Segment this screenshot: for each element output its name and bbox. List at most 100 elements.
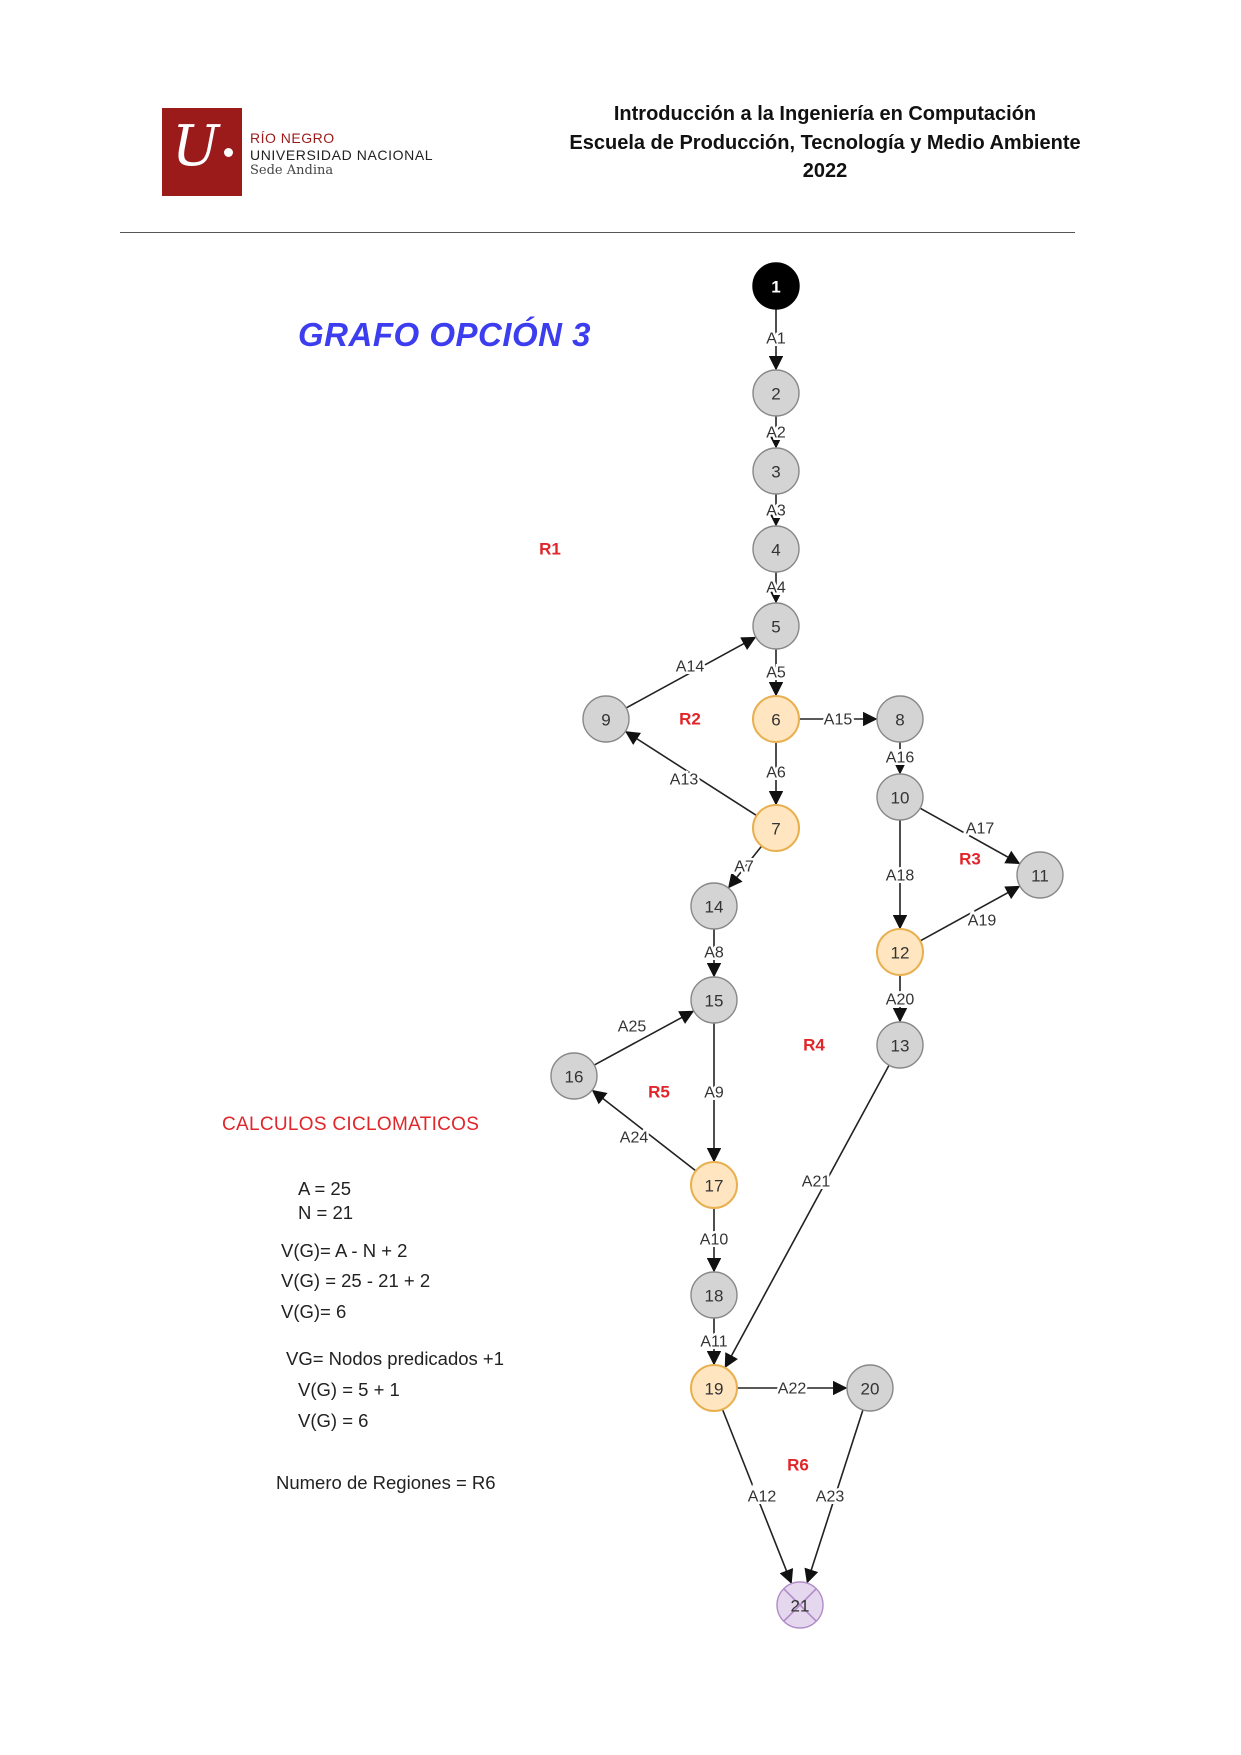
node-9: 9 [582,695,630,743]
node-circle [690,1161,738,1209]
node-circle [690,976,738,1024]
node-circle [846,1364,894,1412]
node-label: 7 [771,820,780,839]
edge-label-a11: A11 [700,1334,727,1351]
edge-a14 [625,636,757,709]
node-label: 15 [705,992,724,1011]
school-name: Escuela de Producción, Tecnología y Medi… [569,131,1081,154]
edge-a24 [591,1089,697,1172]
node-label: 11 [1031,867,1049,886]
node-8: 8 [876,695,924,743]
region-label-r3: R3 [959,850,981,869]
node-circle [876,928,924,976]
edge-a12 [721,1409,794,1585]
node-14: 14 [690,882,738,930]
edge-label-a24: A24 [620,1130,649,1147]
edge-a17 [919,807,1021,865]
edge-label-a12: A12 [748,1489,777,1506]
node-circle [876,695,924,743]
node-circle [876,773,924,821]
node-label: 13 [891,1037,910,1056]
edge-label-a21: A21 [802,1174,831,1191]
node-label: 20 [861,1380,880,1399]
edge-label-a1: A1 [766,331,786,348]
university-logo: U RÍO NEGRO UNIVERSIDAD NACIONAL Sede An… [162,108,462,198]
node-3: 3 [752,447,800,495]
node-label: 12 [891,944,910,963]
logo-mark: U [162,108,242,196]
edge-a25 [593,1010,695,1066]
edge-label-a15: A15 [824,712,853,729]
node-label: 8 [895,711,904,730]
node-15: 15 [690,976,738,1024]
node-circle [690,1271,738,1319]
node-label: 16 [565,1068,584,1087]
node-circle [752,695,800,743]
edge-label-a14: A14 [676,659,705,676]
node-circle [876,1021,924,1069]
formula-edges-nodes-result: V(G)= 6 [281,1301,347,1322]
region-label-r6: R6 [787,1456,809,1475]
node-label: 21 [791,1597,810,1616]
node-circle [752,804,800,852]
edge-label-a25: A25 [618,1019,647,1036]
logo-line3: Sede Andina [250,163,334,178]
edge-label-a7: A7 [734,859,754,876]
edge-label-a20: A20 [886,992,915,1009]
logo-letter: U [172,114,220,179]
edge-label-a3: A3 [766,503,786,520]
node-circle [550,1052,598,1100]
node-circle [752,447,800,495]
node-5: 5 [752,602,800,650]
node-1: 1 [752,262,800,310]
diagram-title: GRAFO OPCIÓN 3 [298,316,592,353]
edge-label-a13: A13 [670,772,699,789]
node-label: 17 [705,1177,724,1196]
formula-predicates-substitution: V(G) = 5 + 1 [298,1379,400,1400]
edge-label-a18: A18 [886,868,915,885]
logo-line2: UNIVERSIDAD NACIONAL [250,147,434,163]
formula-predicates-result: V(G) = 6 [298,1410,369,1431]
node-label: 6 [771,711,780,730]
node-20: 20 [846,1364,894,1412]
node-label: 10 [891,789,910,808]
edge-label-a4: A4 [766,580,786,597]
edge-label-a23: A23 [816,1489,845,1506]
node-13: 13 [876,1021,924,1069]
node-label: 4 [771,541,780,560]
edge-label-a8: A8 [704,945,724,962]
node-circle [582,695,630,743]
formula-edges-nodes-substitution: V(G) = 25 - 21 + 2 [281,1270,431,1291]
edge-label-a16: A16 [886,750,915,767]
edge-a21 [724,1064,890,1369]
region-label-r2: R2 [679,710,701,729]
regions-count: Numero de Regiones = R6 [276,1472,496,1493]
edge-label-a9: A9 [704,1085,724,1102]
calculations-title: CALCULOS CICLOMATICOS [222,1114,480,1135]
node-circle [752,369,800,417]
node-21: 21 [776,1581,824,1629]
logo-dot [224,148,233,157]
nodes-count: N = 21 [298,1202,354,1223]
edge-label-a17: A17 [966,821,995,838]
edge-label-a19: A19 [968,913,997,930]
node-label: 19 [705,1380,724,1399]
node-label: 1 [771,278,780,297]
region-label-r1: R1 [539,540,561,559]
node-circle [690,1364,738,1412]
node-circle [1016,851,1064,899]
node-label: 2 [771,385,780,404]
edge-a13 [624,731,758,817]
header-divider [120,232,1075,233]
node-circle [752,525,800,573]
edge-a7 [728,845,763,889]
node-label: 9 [601,711,610,730]
edge-a23 [804,1409,864,1584]
node-4: 4 [752,525,800,573]
course-title: Introducción a la Ingeniería en Computac… [613,103,1037,125]
node-11: 11 [1016,851,1064,899]
node-10: 10 [876,773,924,821]
node-7: 7 [752,804,800,852]
node-label: 3 [771,463,780,482]
